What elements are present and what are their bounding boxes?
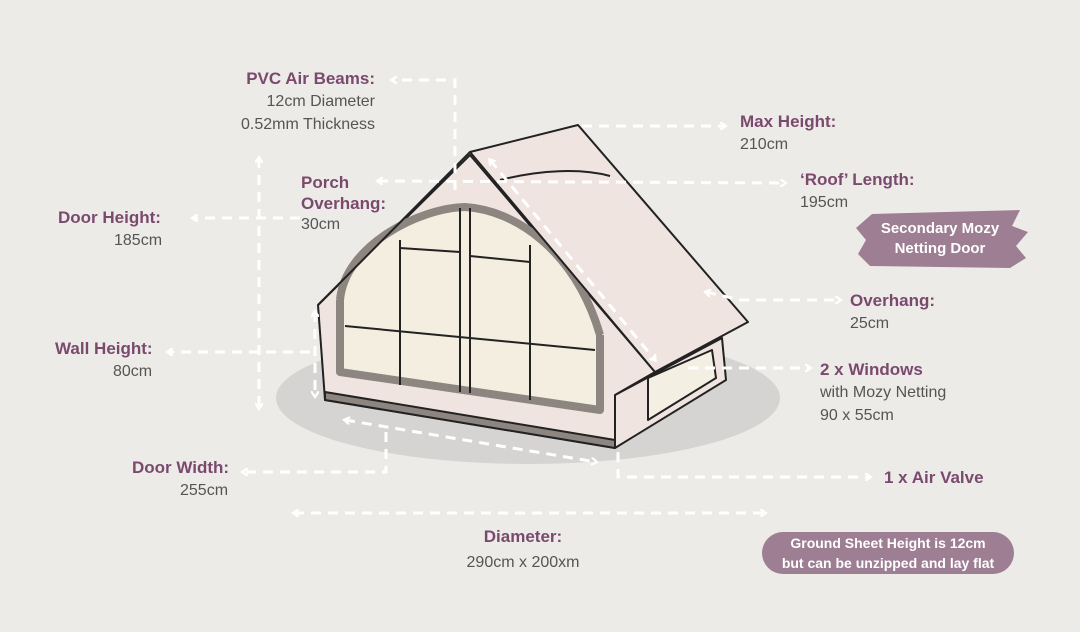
overhang-label: Overhang: 25cm [850,289,935,335]
max-height-title: Max Height: [740,112,837,131]
diameter-title: Diameter: [483,527,563,546]
air-valve-label: 1 x Air Valve [884,466,984,489]
air-valve-arrow [616,452,870,477]
windows-size: 90 x 55cm [820,407,894,424]
overhang-arrow [706,292,840,300]
overhang-value: 25cm [850,315,890,332]
porch-value: 30cm [301,216,341,233]
roof-diagonal-arrow [490,160,655,360]
overhang-title: Overhang: [850,291,936,310]
porch-title2: Overhang: [301,194,387,213]
diameter-label: Diameter: 290cm x 200xm [423,524,623,576]
wall-height-value: 80cm [113,363,153,380]
diameter-value: 290cm x 200xm [466,554,580,571]
windows-label: 2 x Windows with Mozy Netting 90 x 55cm [820,358,946,427]
secondary-door-line1: Secondary Mozy [880,220,1000,237]
pvc-arrow [392,80,457,190]
door-width-value: 255cm [180,482,229,499]
door-height-title: Door Height: [58,208,161,227]
door-width-label: Door Width: 255cm [132,456,229,502]
pvc-diameter: 12cm Diameter [266,93,375,110]
secondary-door-badge: Secondary Mozy Netting Door [860,219,1020,259]
door-width-title: Door Width: [132,458,230,477]
door-height-value: 185cm [114,232,163,249]
ground-sheet-line2: but can be unzipped and lay flat [781,555,995,571]
pvc-thickness: 0.52mm Thickness [241,116,375,133]
air-valve-title: 1 x Air Valve [884,468,984,487]
max-height-value: 210cm [740,136,789,153]
roof-length-label: ‘Roof’ Length: 195cm [800,168,915,214]
porch-title1: Porch [301,173,350,192]
wall-height-label: Wall Height: 80cm [55,337,153,383]
wall-height-title: Wall Height: [55,339,153,358]
pvc-label: PVC Air Beams: 12cm Diameter 0.52mm Thic… [241,67,375,136]
secondary-door-badge-bg [856,210,1028,268]
secondary-door-line2: Netting Door [894,240,986,257]
roof-length-value: 195cm [800,194,849,211]
door-width-diagonal [345,420,596,462]
roof-length-title: ‘Roof’ Length: [800,170,915,189]
ground-sheet-badge: Ground Sheet Height is 12cm but can be u… [762,533,1014,573]
ground-sheet-badge-bg [762,532,1014,574]
porch-label: Porch Overhang: 30cm [301,172,386,235]
max-height-label: Max Height: 210cm [740,110,836,156]
ground-sheet-line1: Ground Sheet Height is 12cm [790,535,986,551]
windows-title: 2 x Windows [820,360,923,379]
windows-netting: with Mozy Netting [820,384,947,401]
door-height-label: Door Height: 185cm [58,206,162,252]
pvc-title: PVC Air Beams: [246,69,375,88]
door-width-arrow [243,432,388,472]
